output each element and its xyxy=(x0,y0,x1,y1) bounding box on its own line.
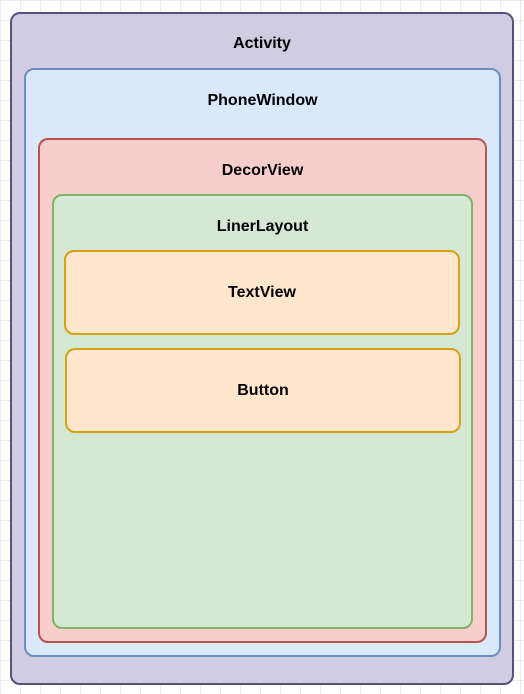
button-label: Button xyxy=(237,382,289,399)
activity-label: Activity xyxy=(233,35,291,52)
linerlayout-label: LinerLayout xyxy=(216,218,309,235)
button-box: Button xyxy=(65,348,461,433)
textview-label: TextView xyxy=(228,284,296,301)
decorview-label: DecorView xyxy=(221,162,304,179)
textview-box: TextView xyxy=(64,250,460,335)
phonewindow-label: PhoneWindow xyxy=(207,92,318,109)
